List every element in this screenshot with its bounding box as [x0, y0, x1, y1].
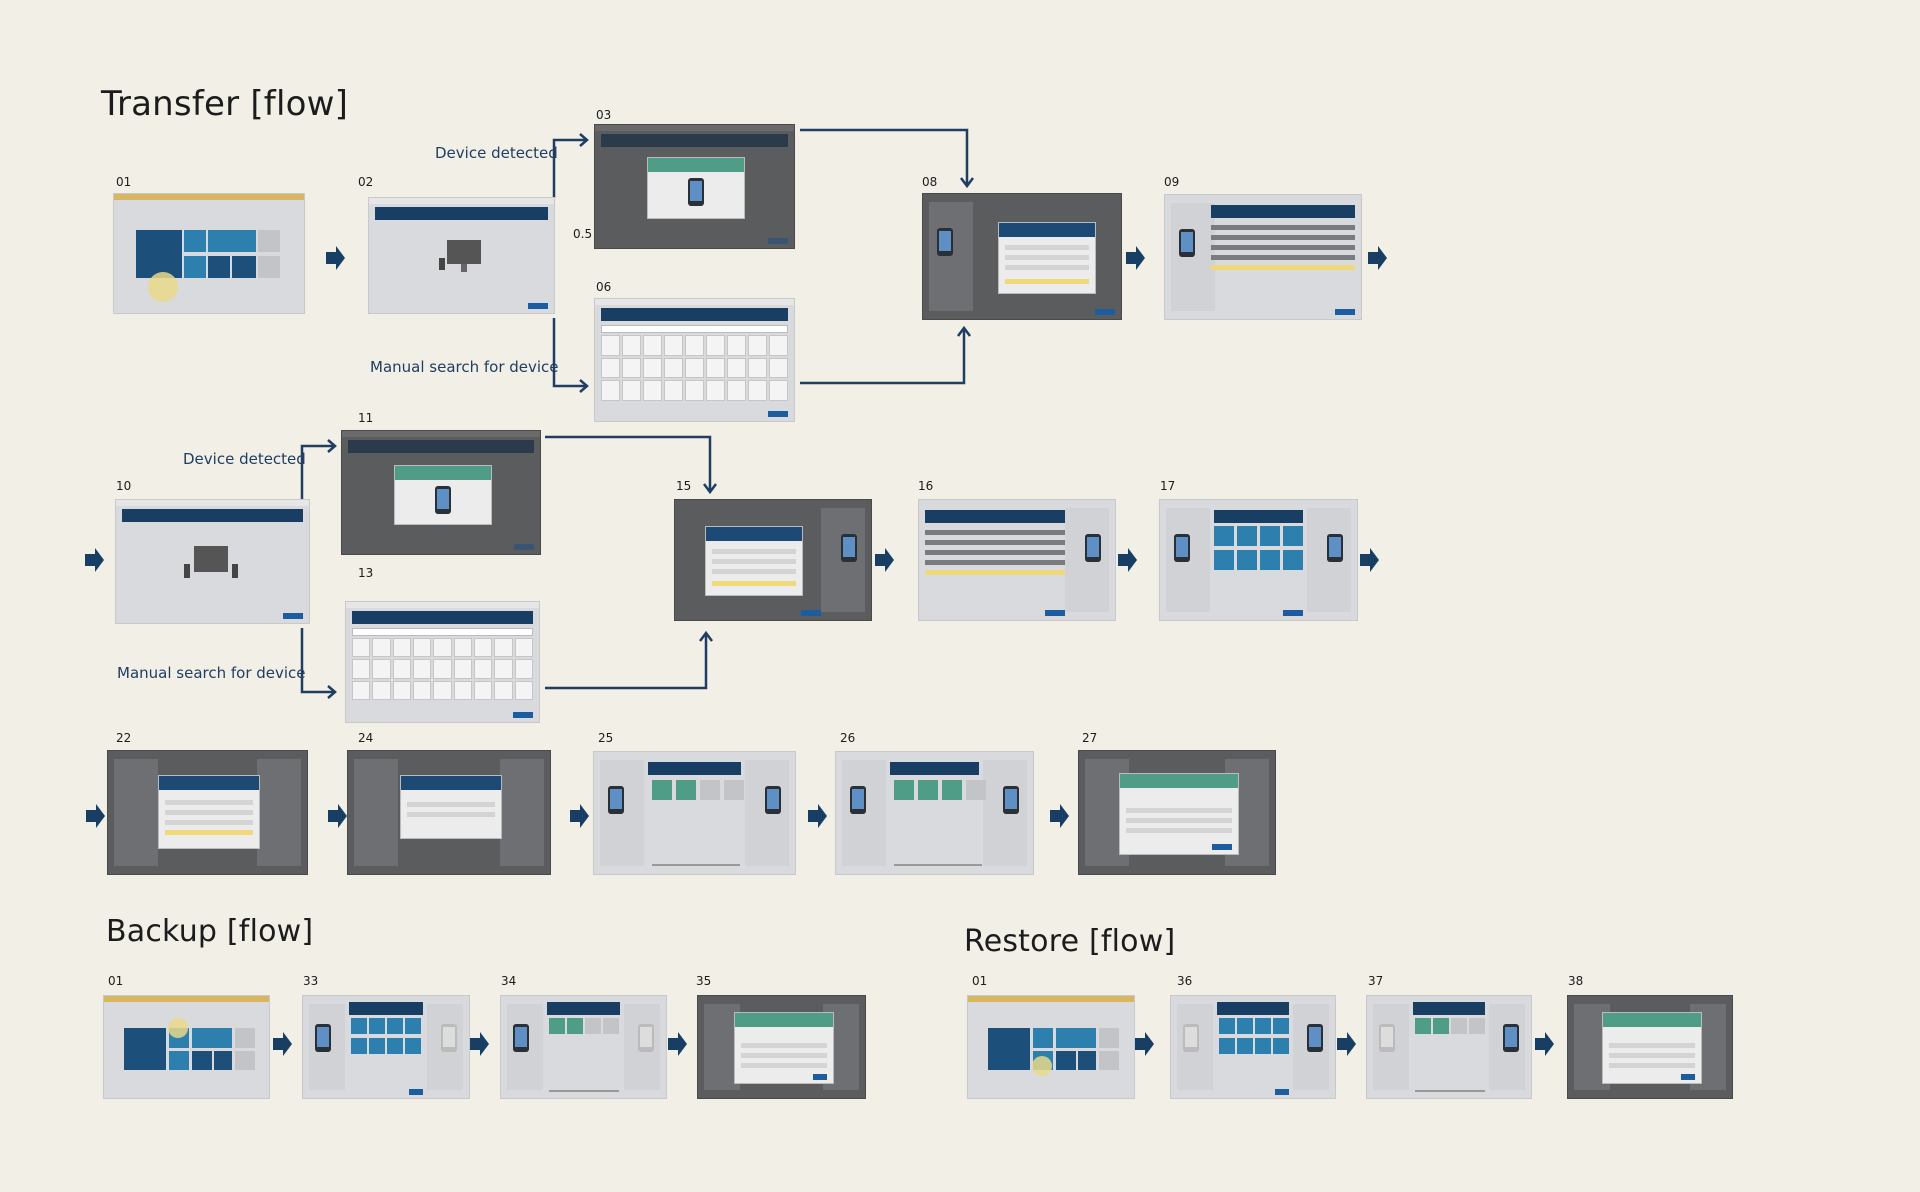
screen-backup-01-home[interactable]	[103, 995, 270, 1099]
screen-17-transfer-content[interactable]	[1159, 499, 1358, 621]
step-number: 13	[358, 566, 374, 580]
screen-06-manual-search-source[interactable]	[594, 298, 795, 422]
screen-01-home[interactable]	[113, 193, 305, 314]
screen-08-os-version[interactable]	[922, 193, 1122, 320]
transfer-flow-title: Transfer [flow]	[101, 84, 349, 124]
restore-flow-title: Restore [flow]	[964, 924, 1176, 959]
label-manual-search-target: Manual search for device	[117, 664, 306, 682]
label-step-half: 0.5	[573, 227, 593, 241]
screen-34-backup-progress[interactable]	[500, 995, 667, 1099]
screen-33-create-backup[interactable]	[302, 995, 470, 1099]
screen-22-transfer-contents-dialog[interactable]	[107, 750, 308, 875]
step-number: 26	[840, 731, 856, 745]
step-number: 17	[1160, 479, 1176, 493]
screen-24-transfer-app-content[interactable]	[347, 750, 551, 875]
step-number: 35	[696, 974, 712, 988]
screen-38-restore-complete[interactable]	[1567, 995, 1733, 1099]
screen-26-transferring-progress[interactable]	[835, 751, 1034, 875]
step-number: 02	[358, 175, 374, 189]
step-number: 37	[1368, 974, 1384, 988]
step-number: 10	[116, 479, 132, 493]
screen-27-transfer-complete[interactable]	[1078, 750, 1276, 875]
step-number: 11	[358, 411, 374, 425]
step-number: 09	[1164, 175, 1180, 189]
step-number: 01	[972, 974, 988, 988]
step-number: 25	[598, 731, 614, 745]
label-device-detected-source: Device detected	[435, 144, 558, 162]
screen-36-restore-content[interactable]	[1170, 995, 1336, 1099]
step-number: 33	[303, 974, 319, 988]
screen-25-transferring[interactable]	[593, 751, 796, 875]
screen-13-manual-search-target[interactable]	[345, 601, 540, 723]
backup-flow-title: Backup [flow]	[106, 914, 314, 949]
screen-10-connect-target[interactable]	[115, 499, 310, 624]
step-number: 01	[116, 175, 132, 189]
screen-35-backup-complete[interactable]	[697, 995, 866, 1099]
screen-02-connect-source[interactable]	[368, 197, 555, 314]
screen-37-restore-progress[interactable]	[1366, 995, 1532, 1099]
screen-03-device-detected[interactable]	[594, 124, 795, 249]
step-number: 24	[358, 731, 374, 745]
label-manual-search-source: Manual search for device	[370, 358, 559, 376]
step-number: 27	[1082, 731, 1098, 745]
label-device-detected-target: Device detected	[183, 450, 306, 468]
step-number: 36	[1177, 974, 1193, 988]
screen-16-instructions-os[interactable]	[918, 499, 1116, 621]
step-number: 06	[596, 280, 612, 294]
screen-restore-01-home[interactable]	[967, 995, 1135, 1099]
screen-11-target-detected[interactable]	[341, 430, 541, 555]
screen-09-prepare-device[interactable]	[1164, 194, 1362, 320]
step-number: 15	[676, 479, 692, 493]
step-number: 08	[922, 175, 938, 189]
step-number: 22	[116, 731, 132, 745]
screen-15-os-version-target[interactable]	[674, 499, 872, 621]
step-number: 03	[596, 108, 612, 122]
step-number: 38	[1568, 974, 1584, 988]
step-number: 16	[918, 479, 934, 493]
step-number: 34	[501, 974, 517, 988]
step-number: 01	[108, 974, 124, 988]
